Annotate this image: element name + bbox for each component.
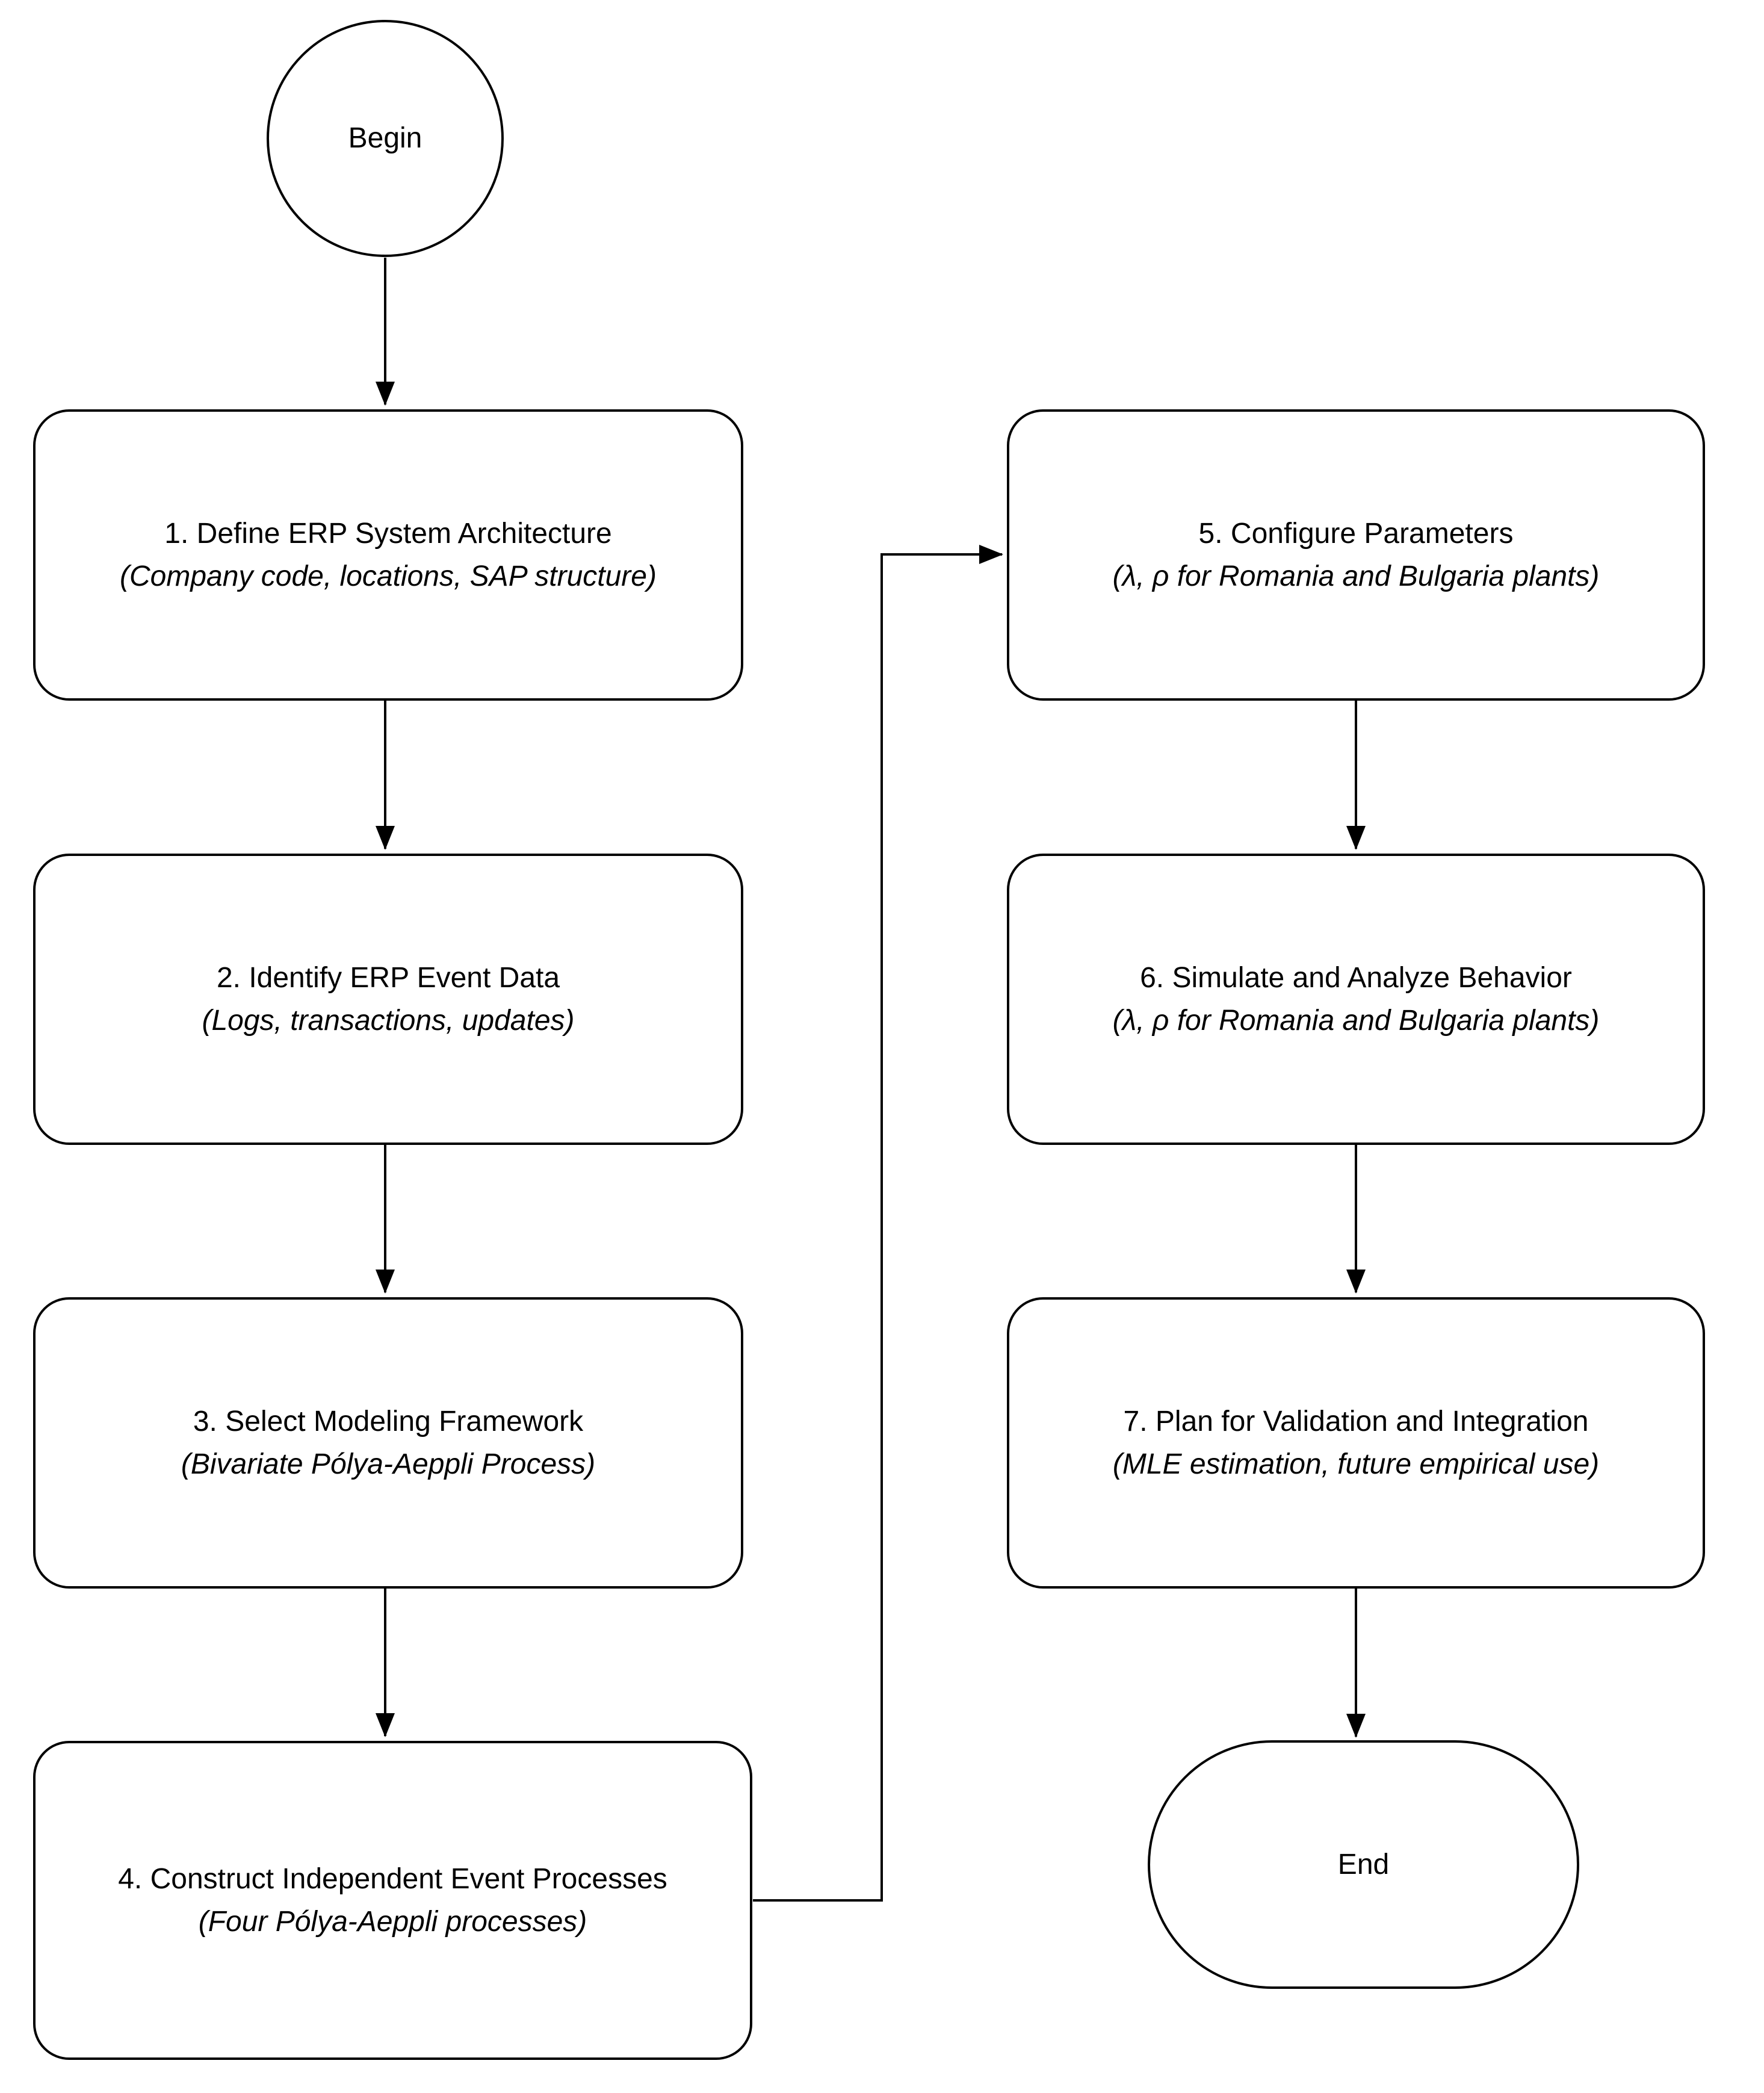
end-label: End <box>1337 1848 1390 1881</box>
step7-title: 7. Plan for Validation and Integration <box>1123 1405 1589 1437</box>
end-node: End <box>1148 1740 1579 1989</box>
step3-node: 3. Select Modeling Framework (Bivariate … <box>33 1297 743 1589</box>
step6-title: 6. Simulate and Analyze Behavior <box>1140 961 1572 994</box>
step5-title: 5. Configure Parameters <box>1198 517 1514 550</box>
step4-title: 4. Construct Independent Event Processes <box>118 1862 667 1895</box>
step5-node: 5. Configure Parameters (λ, ρ for Romani… <box>1007 409 1705 701</box>
begin-label: Begin <box>348 122 422 155</box>
step4-node: 4. Construct Independent Event Processes… <box>33 1741 752 2060</box>
step7-node: 7. Plan for Validation and Integration (… <box>1007 1297 1705 1589</box>
step2-title: 2. Identify ERP Event Data <box>216 961 560 994</box>
step7-subtitle: (MLE estimation, future empirical use) <box>1112 1448 1600 1480</box>
step1-title: 1. Define ERP System Architecture <box>164 517 612 550</box>
step3-subtitle: (Bivariate Pólya-Aeppli Process) <box>181 1448 596 1480</box>
step2-subtitle: (Logs, transactions, updates) <box>202 1005 575 1037</box>
step5-subtitle: (λ, ρ for Romania and Bulgaria plants) <box>1112 560 1600 592</box>
begin-node: Begin <box>267 20 504 257</box>
step6-subtitle: (λ, ρ for Romania and Bulgaria plants) <box>1112 1005 1600 1037</box>
step1-subtitle: (Company code, locations, SAP structure) <box>120 560 657 592</box>
step4-subtitle: (Four Pólya-Aeppli processes) <box>198 1906 587 1938</box>
step3-title: 3. Select Modeling Framework <box>193 1405 584 1437</box>
arrow-step4-to-step5 <box>753 545 1003 1902</box>
step6-node: 6. Simulate and Analyze Behavior (λ, ρ f… <box>1007 854 1705 1145</box>
step2-node: 2. Identify ERP Event Data (Logs, transa… <box>33 854 743 1145</box>
step1-node: 1. Define ERP System Architecture (Compa… <box>33 409 743 701</box>
